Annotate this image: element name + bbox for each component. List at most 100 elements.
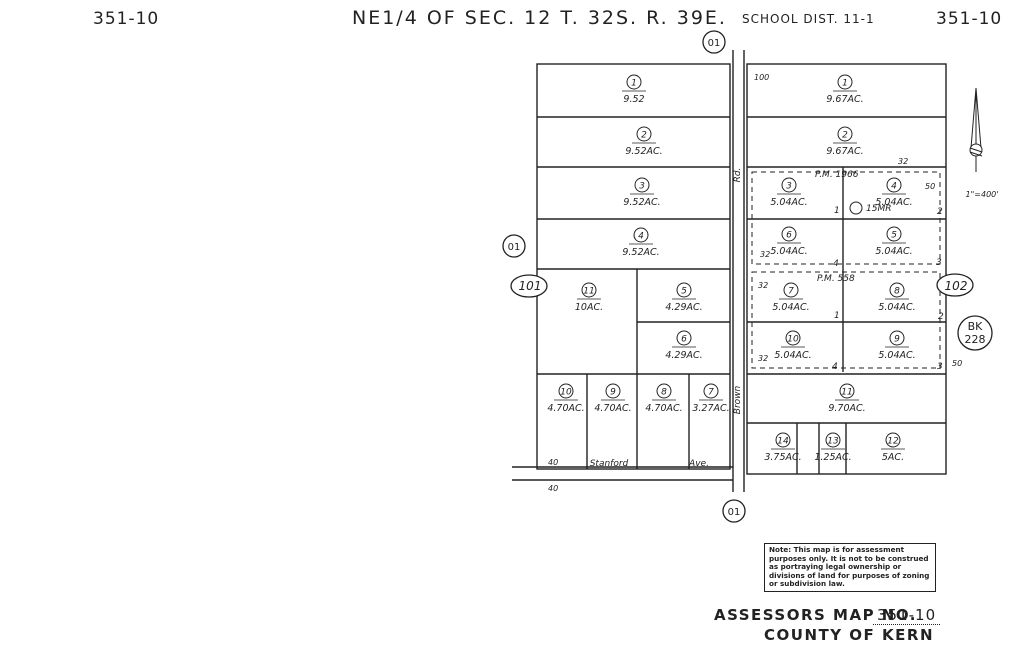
parcel-area: 5.04AC. [875,246,912,257]
road-width-pm-top: 32 [898,157,908,166]
parcel-area: 5.04AC. [878,350,915,361]
parcel-number-circle [825,432,841,448]
parcel-area: 9.52AC. [622,247,659,258]
parcel-number: 11 [841,388,852,398]
parcel-number: 8 [661,388,667,398]
parcel-11: 11 10AC. [575,282,603,313]
pm1966-lot-1: 1 [834,206,840,216]
pm558-lot-4: 4 [832,362,838,372]
parcel-number-circle [837,74,853,90]
parcel-number-circle [886,177,902,193]
parcel-map-1966-boundary [751,171,941,265]
parcel-number: 9 [610,388,616,398]
parcel-area: 5.04AC. [772,302,809,313]
road-code-top-circle [702,30,726,54]
book-ref-right-oval [936,273,974,297]
parcel-area: 5.04AC. [875,197,912,208]
road-width-brown-top: 100 [754,73,769,82]
parcel-1: 19.52 [622,74,646,105]
parcel-area: 9.52AC. [623,197,660,208]
book-ref-left-oval [510,274,548,298]
section-title: NE1/4 OF SEC. 12 T. 32S. R. 39E. [352,7,727,29]
parcel-number-circle [837,126,853,142]
pm558-lot-1: 1 [834,311,840,321]
parcel-area: 5.04AC. [878,302,915,313]
parcel-area: 3.75AC. [764,452,801,463]
parcel-1: 1 9.67AC. [826,74,864,105]
parcel-5: 5 4.29AC. [665,282,703,313]
parcel-area: 3.27AC. [692,403,729,414]
parcel-number-circle [783,282,799,298]
parcel-7: 7 5.04AC. [772,282,810,313]
parcel-number-circle [781,177,797,193]
stanford-ave-label-b: Ave. [688,459,709,469]
parcel-14: 14 3.75AC. [764,432,802,463]
parcel-4: 4 5.04AC. [875,177,913,208]
west-block-outline [536,63,731,470]
parcel-number: 9 [894,335,900,345]
parcel-area: 9.67AC. [826,146,863,157]
pm1966-lot-3: 3 [936,258,942,268]
parcel-number-circle [634,177,650,193]
map-number-right: 351-10 [936,9,1003,29]
road-code-left: 01 [508,242,521,253]
parcel-number-circle [886,226,902,242]
parcel-area: 4.70AC. [645,403,682,414]
parcel-number: 1 [842,79,848,89]
parcel-9: 94.70AC. [594,383,632,414]
map-number-left: 351-10 [93,9,160,29]
road-width-stanford-a: 40 [548,458,558,467]
assessors-map-number: 351-10 [873,606,941,625]
north-arrow-icon [969,87,983,172]
parcel-area: 9.52 [623,94,644,105]
parcel-8: 8 4.70AC. [645,383,683,414]
parcel-8: 8 5.04AC. [878,282,916,313]
parcel-number: 5 [891,231,897,241]
parcel-area: 5.04AC. [774,350,811,361]
parcel-10: 10 5.04AC. [774,330,812,361]
parcel-area: 5.04AC. [770,246,807,257]
parcel-number: 11 [583,287,594,297]
parcel-map-1966-label: P.M. 1966 [815,170,859,180]
parcel-number: 14 [777,437,789,447]
parcel-number: 8 [894,287,900,297]
book-label: BK [968,320,984,333]
parcel-area: 9.52AC. [625,146,662,157]
pm1966-mr-ref: 15MR [866,204,891,214]
road-width-stanford-b: 40 [548,484,558,493]
parcel-number: 10 [787,335,799,345]
parcel-area: 9.67AC. [826,94,863,105]
parcel-area: 10AC. [575,302,603,313]
parcel-number-circle [785,330,801,346]
parcel-4: 4 9.52AC. [622,227,660,258]
book-circle [957,315,993,351]
parcel-number: 12 [887,437,899,447]
parcel-11: 119.70AC. [828,383,866,414]
parcel-number: 3 [786,182,792,192]
pm558-lot-3: 3 [937,362,943,372]
road-width-pm-left-a: 32 [760,250,770,259]
parcel-number-circle [633,227,649,243]
parcel-area: 4.70AC. [547,403,584,414]
parcel-number-circle [775,432,791,448]
parcel-map-558-label: P.M. 558 [817,274,855,284]
road-width-pm-right-a: 50 [925,182,935,191]
pm1966-lot-4: 4 [833,259,839,269]
parcel-number: 7 [708,388,714,398]
brown-rd-label-b: Rd. [733,168,743,183]
parcel-number: 4 [891,182,897,192]
parcel-number: 5 [681,287,687,297]
parcel-area: 4.29AC. [665,302,702,313]
parcel-number-circle [889,282,905,298]
school-district: SCHOOL DIST. 11-1 [742,12,875,26]
map-scale: 1"=400' [966,190,999,199]
book-number: 228 [965,333,986,346]
parcel-7: 7 3.27AC. [692,383,730,414]
parcel-number: 4 [638,232,644,242]
parcel-area: 5.04AC. [770,197,807,208]
parcel-number: 7 [788,287,794,297]
parcel-number-circle [626,74,642,90]
pm1966-lot-2: 2 [937,207,943,217]
parcel-number: 10 [560,388,572,398]
